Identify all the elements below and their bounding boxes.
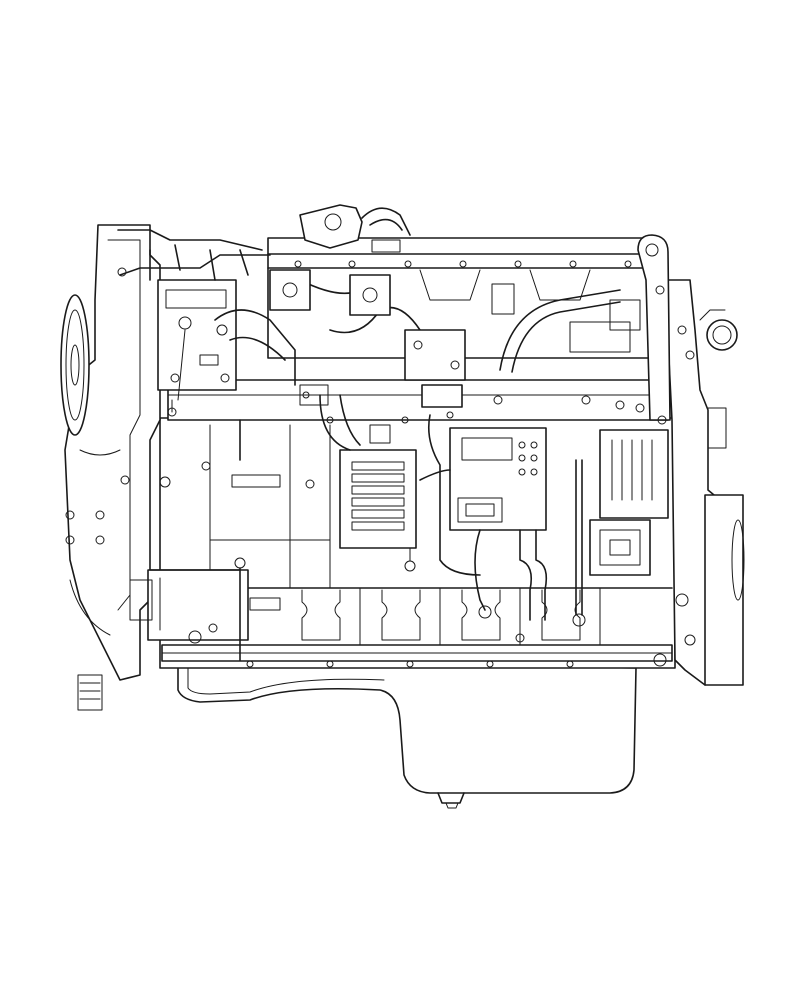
oil-pan — [177, 659, 637, 809]
intake-manifold — [269, 269, 466, 444]
fuel-filter — [339, 449, 417, 572]
fuel-injection-pump — [157, 279, 237, 413]
fastener-bolts — [117, 267, 695, 643]
ecu-module — [449, 427, 547, 531]
breather-assembly — [299, 204, 411, 253]
cylinder-head — [167, 237, 669, 421]
front-cover — [653, 279, 745, 686]
oil-cooler — [589, 429, 669, 576]
oil-filler-cap — [699, 309, 738, 351]
starter-motor — [129, 569, 281, 644]
fuel-lines — [117, 229, 621, 661]
flywheel — [60, 294, 90, 436]
lifting-eye-front — [637, 234, 671, 421]
